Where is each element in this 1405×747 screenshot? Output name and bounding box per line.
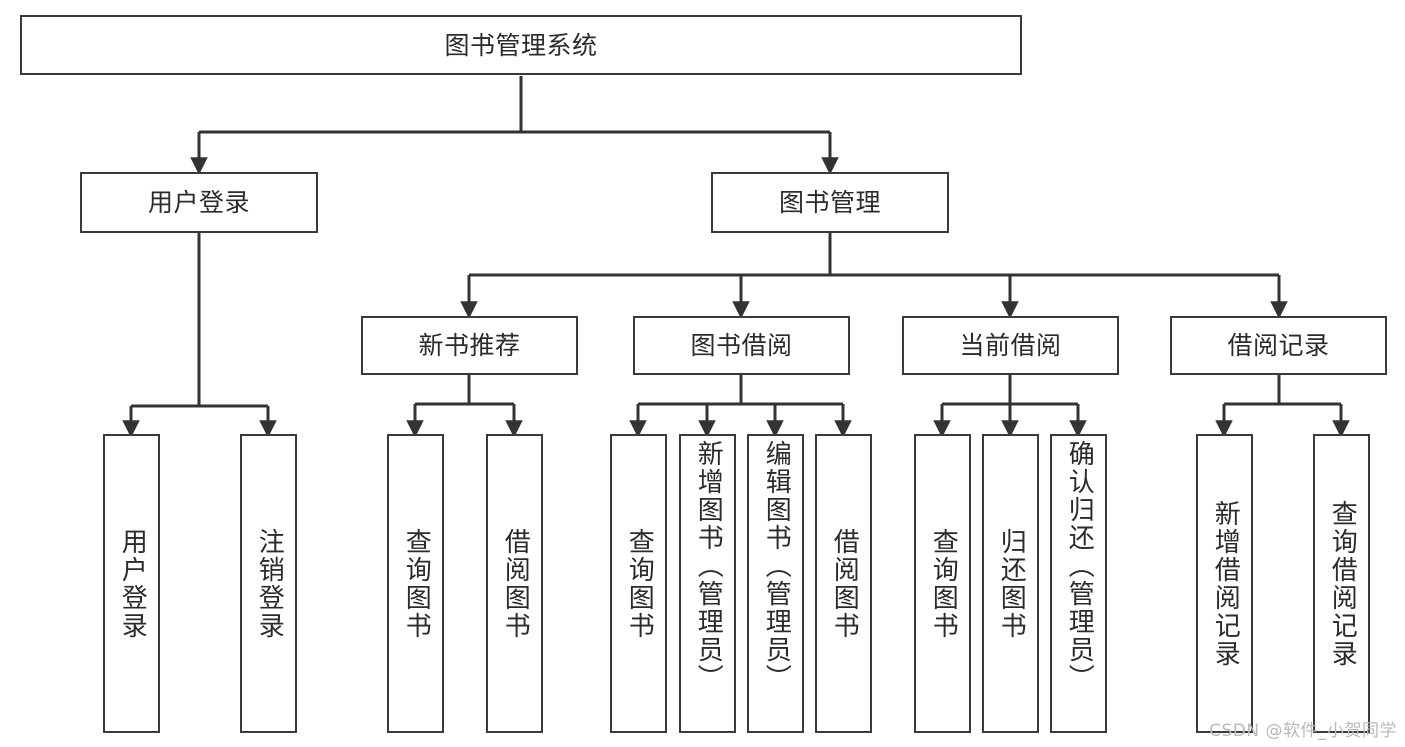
node-new-book-recommend-label: 新书推荐 bbox=[418, 331, 521, 360]
leaf-edit-book[interactable]: 编辑图书（管理员） bbox=[747, 434, 804, 733]
leaf-query-record-label: 查询借阅记录 bbox=[1327, 499, 1358, 668]
leaf-query-book-3[interactable]: 查询图书 bbox=[914, 434, 971, 733]
leaf-confirm-return[interactable]: 确认归还（管理员） bbox=[1050, 434, 1107, 733]
leaf-add-book[interactable]: 新增图书（管理员） bbox=[679, 434, 736, 733]
leaf-borrow-book-1[interactable]: 借阅图书 bbox=[486, 434, 543, 733]
leaf-add-book-label: 新增图书（管理员） bbox=[693, 440, 724, 692]
node-root[interactable]: 图书管理系统 bbox=[20, 15, 1022, 75]
leaf-return-book[interactable]: 归还图书 bbox=[982, 434, 1039, 733]
leaf-borrow-book-1-label: 借阅图书 bbox=[500, 527, 531, 640]
node-book-management-label: 图书管理 bbox=[778, 188, 881, 217]
node-user-login-label: 用户登录 bbox=[147, 188, 250, 217]
leaf-user-logout[interactable]: 注销登录 bbox=[240, 434, 297, 733]
leaf-user-login[interactable]: 用户登录 bbox=[103, 434, 160, 733]
node-book-borrow-label: 图书借阅 bbox=[690, 331, 793, 360]
leaf-borrow-book-2-label: 借阅图书 bbox=[829, 527, 860, 640]
leaf-user-logout-label: 注销登录 bbox=[254, 527, 285, 640]
leaf-query-book-1[interactable]: 查询图书 bbox=[387, 434, 444, 733]
csdn-watermark: CSDN @软件_小贺同学 bbox=[1209, 721, 1397, 741]
node-current-borrow[interactable]: 当前借阅 bbox=[902, 316, 1119, 375]
leaf-borrow-book-2[interactable]: 借阅图书 bbox=[815, 434, 872, 733]
leaf-query-record[interactable]: 查询借阅记录 bbox=[1313, 434, 1370, 733]
node-borrow-records-label: 借阅记录 bbox=[1227, 331, 1330, 360]
node-root-label: 图书管理系统 bbox=[444, 30, 598, 60]
leaf-query-book-1-label: 查询图书 bbox=[401, 527, 432, 640]
node-user-login[interactable]: 用户登录 bbox=[80, 172, 318, 233]
leaf-query-book-3-label: 查询图书 bbox=[928, 527, 959, 640]
leaf-add-record[interactable]: 新增借阅记录 bbox=[1196, 434, 1253, 733]
leaf-query-book-2-label: 查询图书 bbox=[624, 527, 655, 640]
node-borrow-records[interactable]: 借阅记录 bbox=[1170, 316, 1387, 375]
leaf-user-login-label: 用户登录 bbox=[117, 527, 148, 640]
node-new-book-recommend[interactable]: 新书推荐 bbox=[361, 316, 578, 375]
leaf-add-record-label: 新增借阅记录 bbox=[1210, 499, 1241, 668]
leaf-confirm-return-label: 确认归还（管理员） bbox=[1064, 440, 1095, 692]
node-book-borrow[interactable]: 图书借阅 bbox=[633, 316, 850, 375]
leaf-return-book-label: 归还图书 bbox=[996, 527, 1027, 640]
node-book-management[interactable]: 图书管理 bbox=[711, 172, 949, 233]
node-current-borrow-label: 当前借阅 bbox=[959, 331, 1062, 360]
leaf-edit-book-label: 编辑图书（管理员） bbox=[761, 440, 792, 692]
leaf-query-book-2[interactable]: 查询图书 bbox=[610, 434, 667, 733]
